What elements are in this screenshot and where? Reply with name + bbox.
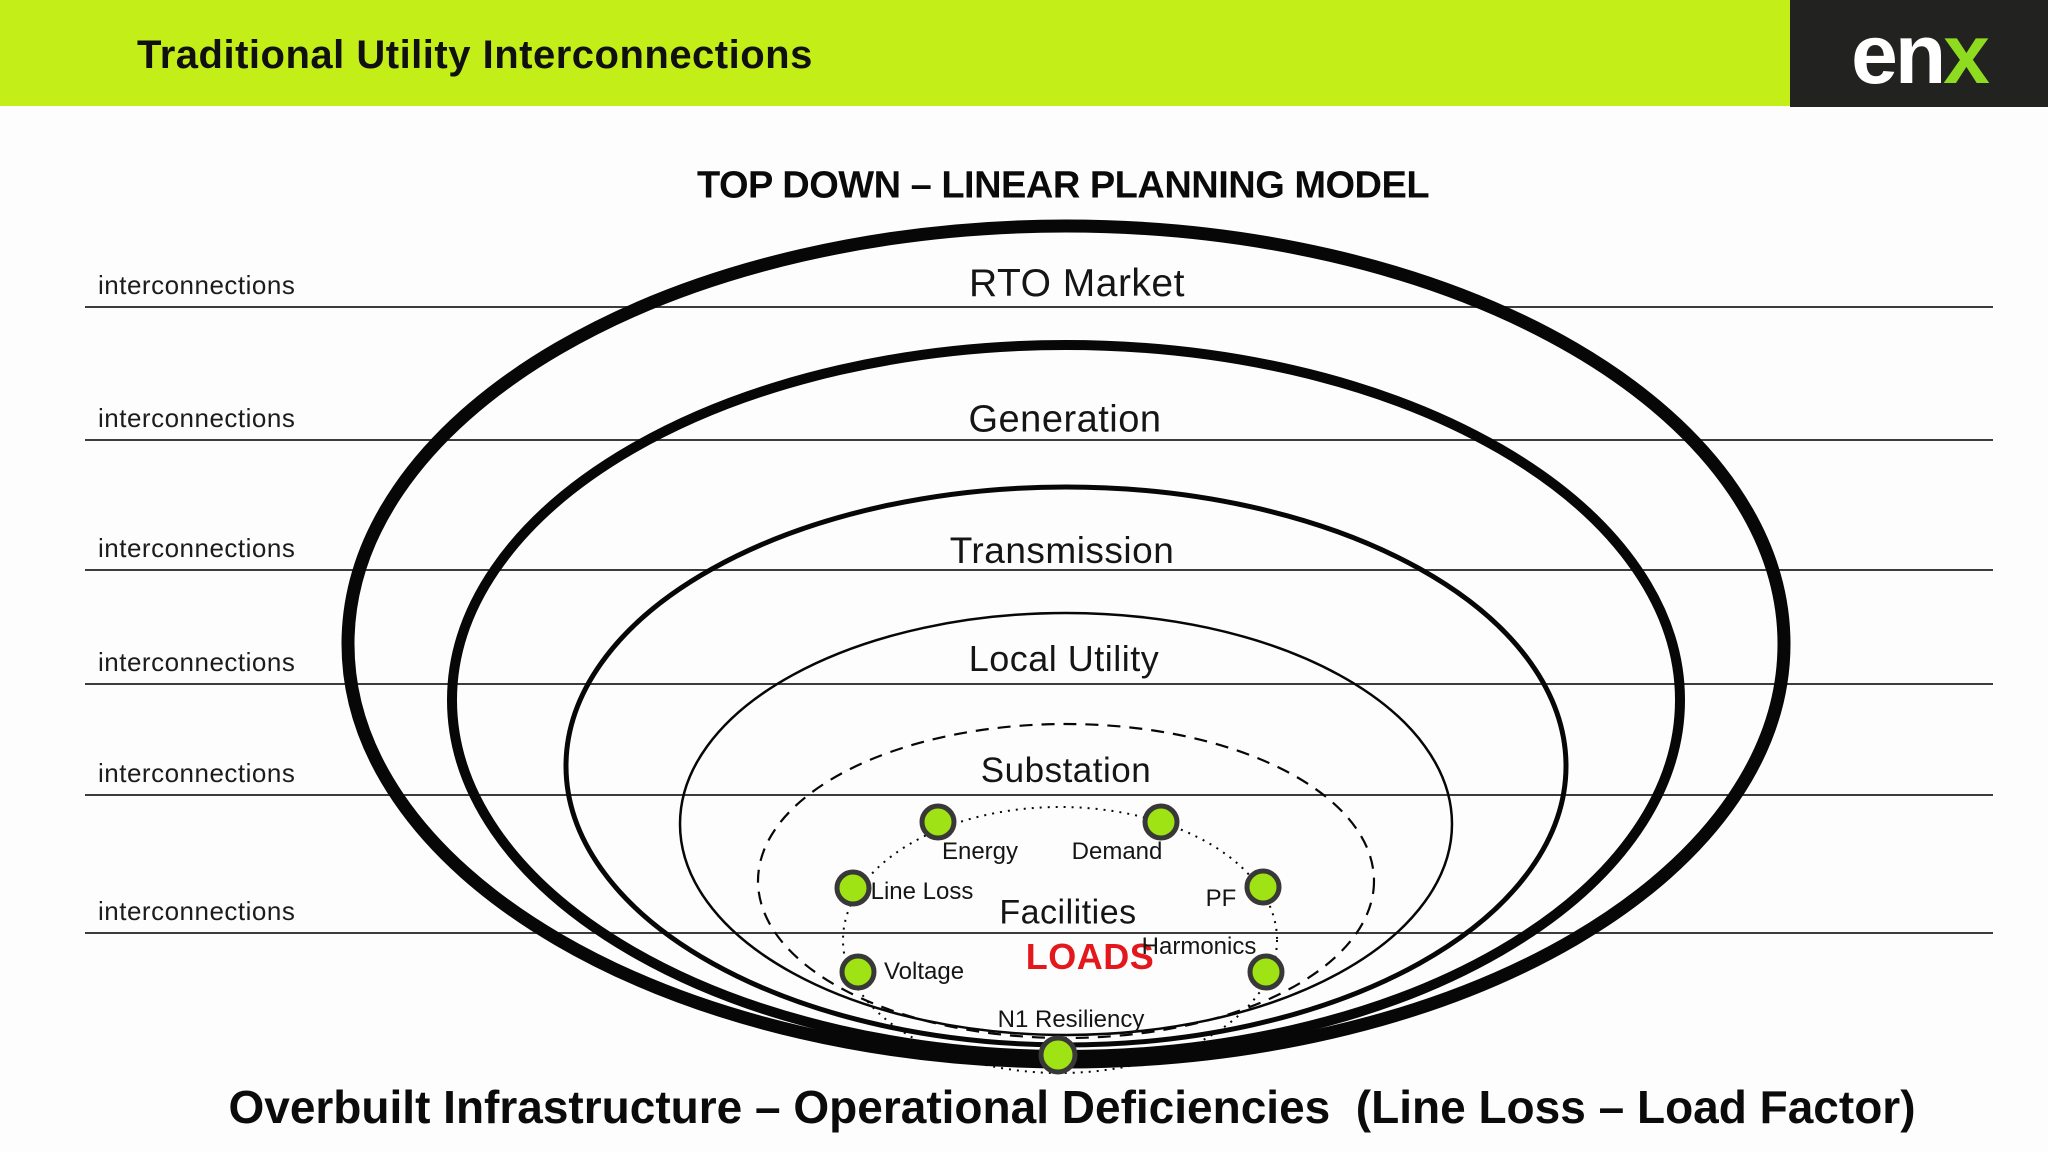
ring-label-local-utility: Local Utility — [968, 638, 1160, 679]
load-point-dot-harmonics — [1247, 953, 1285, 991]
load-point-label-pf: PF — [1205, 885, 1237, 912]
interconnection-label: interconnections — [98, 647, 296, 677]
interconnection-label: interconnections — [98, 758, 296, 788]
load-point-label-energy: Energy — [941, 838, 1019, 865]
load-point-label-demand: Demand — [1071, 838, 1163, 865]
load-points-layer — [834, 803, 1285, 1075]
load-point-label-line-loss: Line Loss — [870, 878, 974, 905]
load-point-dot-n1-resiliency — [1038, 1035, 1078, 1075]
ring-label-rto-market: RTO Market — [969, 262, 1185, 305]
header-bar — [0, 0, 2048, 106]
ring-label-transmission: Transmission — [949, 530, 1175, 571]
ring-ellipse-facilities — [842, 806, 1278, 1074]
load-point-dot-voltage — [839, 953, 877, 991]
ring-label-generation: Generation — [968, 398, 1162, 441]
interconnection-label: interconnections — [98, 533, 296, 563]
interconnection-label: interconnections — [98, 896, 296, 926]
interconnection-label: interconnections — [98, 403, 296, 433]
loads-core-label: LOADS — [1025, 936, 1155, 977]
interconnection-label: interconnections — [98, 270, 296, 300]
load-point-dot-pf — [1244, 868, 1282, 906]
brand-logo: enx — [1790, 0, 2048, 107]
load-point-dot-line-loss — [834, 869, 872, 907]
diagram-title: TOP DOWN – LINEAR PLANNING MODEL — [696, 164, 1430, 207]
slide-title: Traditional Utility Interconnections — [137, 33, 813, 77]
ring-label-facilities: Facilities — [999, 893, 1137, 932]
ring-label-substation: Substation — [980, 751, 1152, 790]
load-point-label-voltage: Voltage — [883, 958, 965, 985]
load-point-label-harmonics: Harmonics — [1141, 933, 1257, 960]
load-point-label-n1-resiliency: N1 Resiliency — [997, 1006, 1145, 1033]
footer-caption: Overbuilt Infrastructure – Operational D… — [228, 1081, 1916, 1133]
load-point-dot-energy — [919, 803, 957, 841]
logo-text-en: en — [1851, 6, 1946, 101]
ring-ellipse-local-utility — [678, 611, 1454, 1037]
logo-wordmark: enx — [1851, 6, 1990, 101]
logo-x-icon: x — [1943, 6, 1990, 101]
load-point-dot-demand — [1142, 803, 1180, 841]
